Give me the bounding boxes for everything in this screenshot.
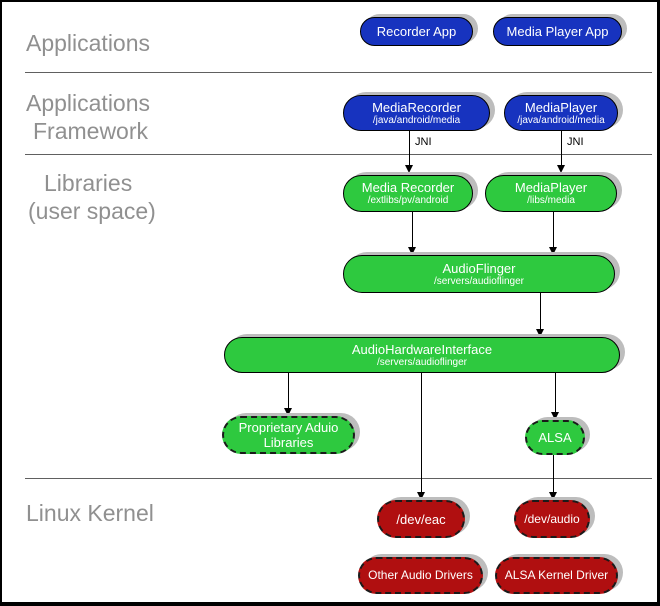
arrowhead-to-dev-eac	[417, 492, 425, 500]
arrowhead-to-alsa	[551, 412, 559, 420]
separator-framework-libraries	[25, 154, 652, 155]
node-audio-hardware-interface: AudioHardwareInterface /servers/audiofli…	[224, 337, 620, 373]
node-sublabel: /servers/audioflinger	[433, 275, 525, 287]
arrowhead-to-dev-audio	[549, 492, 557, 500]
node-label: MediaRecorder	[372, 99, 461, 115]
node-mediaplayer-lib: MediaPlayer /libs/media	[485, 175, 617, 212]
connector-ahi-to-dev-eac	[421, 373, 422, 492]
connector-player-lib-to-audioflinger	[553, 212, 554, 247]
node-label: AudioFlinger	[442, 260, 516, 276]
node-media-recorder-lib: Media Recorder /extlibs/pv/android	[343, 175, 473, 212]
node-label: AudioHardwareInterface	[351, 341, 493, 357]
arrowhead-to-ahi	[536, 329, 544, 337]
jni-label-left: JNI	[415, 136, 432, 148]
arrowhead-to-proprietary	[284, 408, 292, 416]
connector-audioflinger-to-ahi	[540, 293, 541, 329]
node-sublabel: /extlibs/pv/android	[367, 195, 449, 206]
node-label: ALSA	[538, 430, 572, 445]
node-label: /dev/audio	[524, 511, 580, 526]
jni-label-right: JNI	[567, 136, 584, 148]
section-label-framework-line2: Framework	[33, 118, 149, 144]
node-other-audio-drivers: Other Audio Drivers	[358, 557, 483, 594]
node-mediarecorder-framework: MediaRecorder /java/android/media	[343, 95, 490, 131]
node-sublabel: /libs/media	[527, 195, 575, 206]
connector-ahi-to-alsa	[555, 373, 556, 412]
connector-alsa-to-dev-audio	[553, 455, 554, 492]
node-label: Recorder App	[376, 24, 457, 39]
node-label: /dev/eac	[396, 511, 446, 527]
separator-applications-framework	[25, 72, 652, 73]
section-label-linux-kernel: Linux Kernel	[26, 500, 154, 526]
node-sublabel: /java/android/media	[372, 114, 461, 126]
section-label-applications: Applications	[26, 30, 151, 56]
node-sublabel: /java/android/media	[517, 114, 605, 126]
node-label: MediaPlayer	[514, 180, 588, 195]
node-media-player-app: Media Player App	[493, 17, 622, 46]
node-mediaplayer-framework: MediaPlayer /java/android/media	[504, 95, 618, 131]
node-dev-eac: /dev/eac	[377, 500, 465, 538]
node-label: Media Recorder	[361, 180, 455, 195]
separator-libraries-kernel	[25, 478, 652, 479]
node-label: MediaPlayer	[524, 99, 598, 115]
section-label-framework-line1: Applications	[26, 90, 151, 116]
arrowhead-to-audioflinger-right	[549, 247, 557, 255]
node-audioflinger: AudioFlinger /servers/audioflinger	[343, 255, 615, 293]
arrowhead-to-audioflinger-left	[408, 247, 416, 255]
node-dev-audio: /dev/audio	[514, 500, 590, 538]
node-alsa: ALSA	[525, 420, 585, 455]
connector-mediaplayer-jni-line	[561, 131, 562, 165]
connector-ahi-to-proprietary	[288, 373, 289, 408]
node-sublabel: /servers/audioflinger	[376, 356, 468, 368]
arrowhead-to-media-recorder-lib	[405, 165, 413, 173]
node-proprietary-audio-libraries: Proprietary Aduio Libraries	[222, 416, 355, 454]
node-recorder-app: Recorder App	[360, 17, 473, 46]
arrowhead-to-media-player-lib	[557, 165, 565, 173]
node-label: Other Audio Drivers	[368, 568, 473, 582]
section-label-libraries-line2: (user space)	[28, 198, 156, 224]
connector-recorder-lib-to-audioflinger	[412, 212, 413, 247]
section-label-libraries-line1: Libraries	[44, 170, 133, 196]
node-alsa-kernel-driver: ALSA Kernel Driver	[495, 557, 618, 594]
node-label: Proprietary Aduio Libraries	[238, 420, 339, 450]
node-label: Media Player App	[506, 24, 609, 39]
connector-mediarecorder-jni-line	[409, 131, 410, 165]
node-label: ALSA Kernel Driver	[504, 568, 609, 582]
